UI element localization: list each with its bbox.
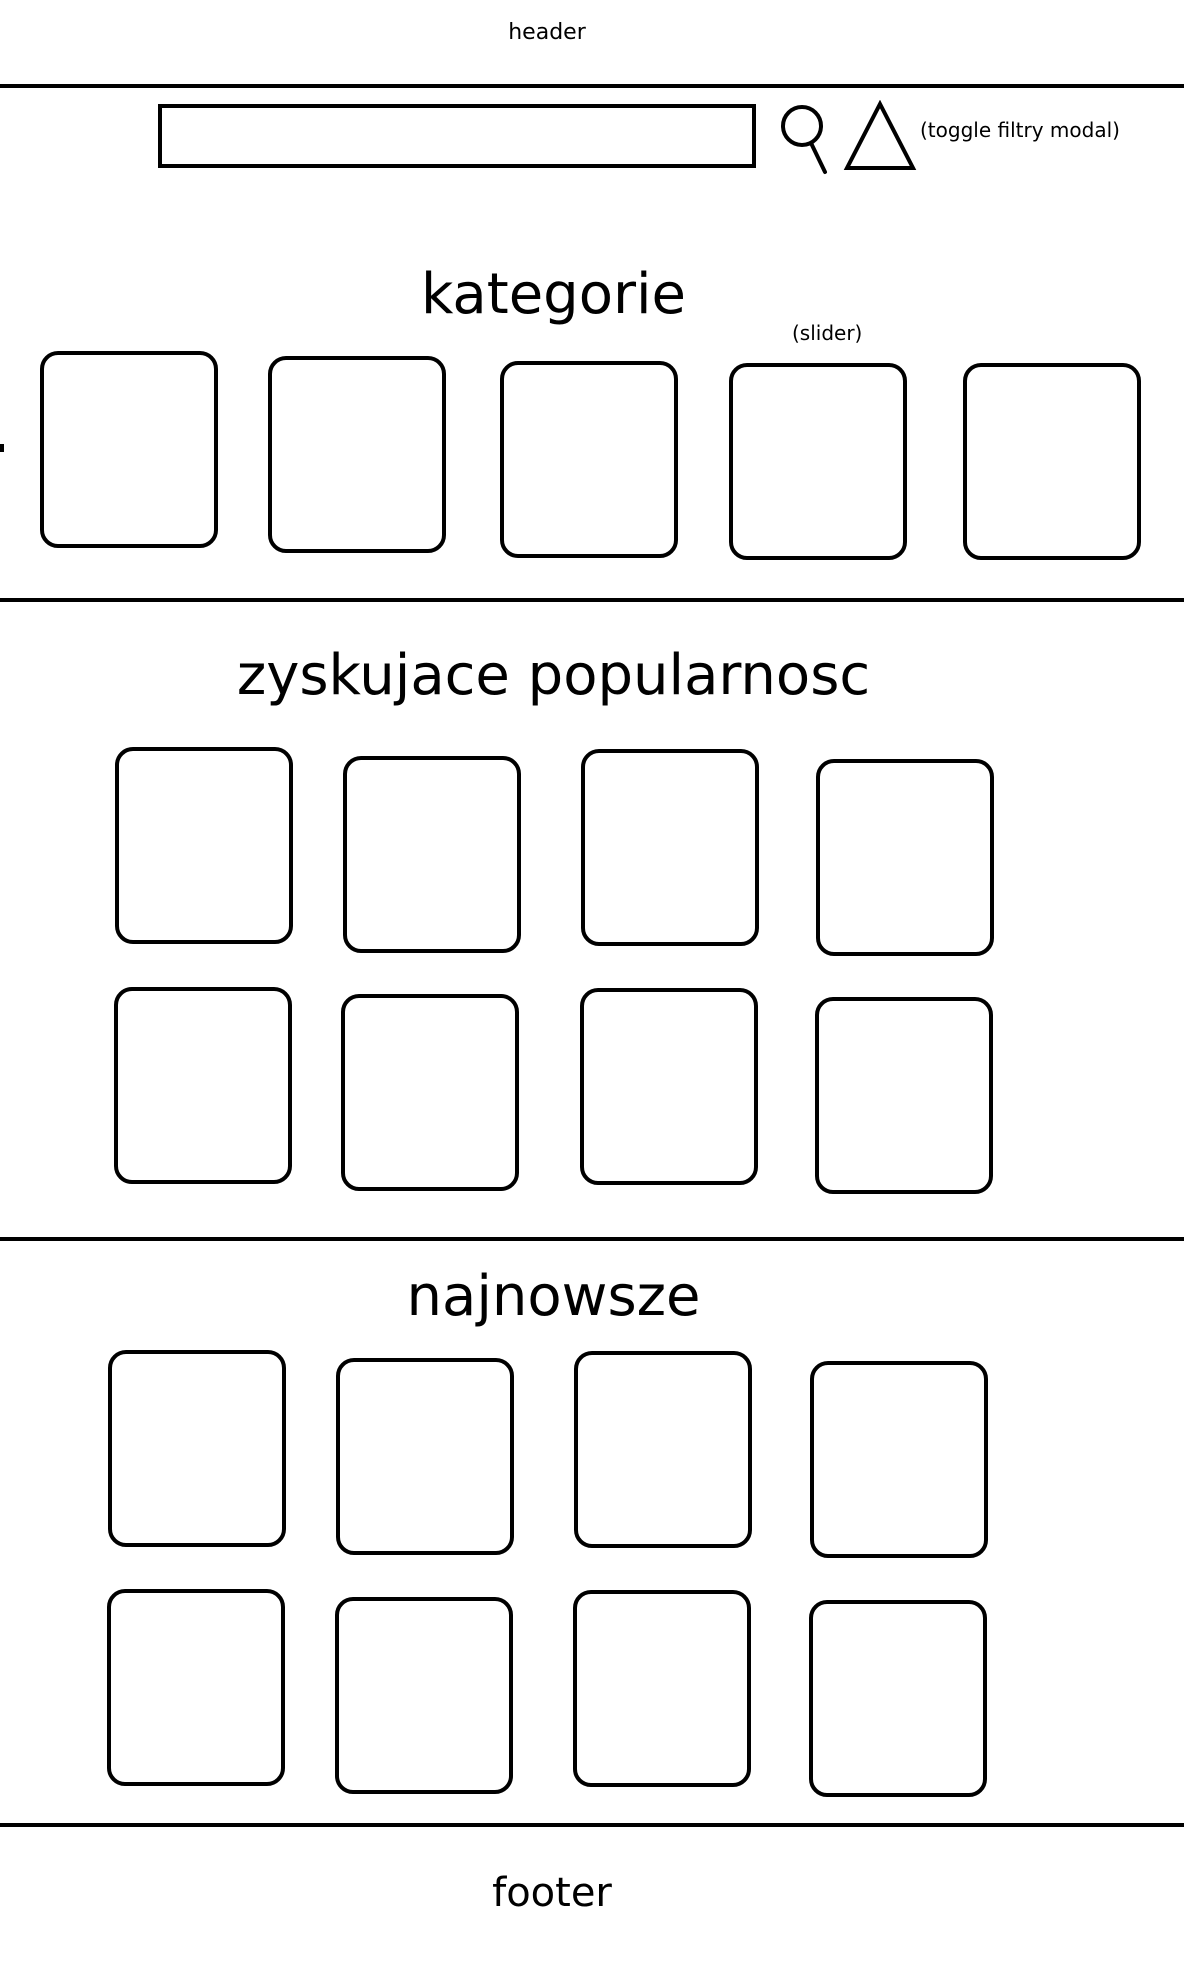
section-divider [0, 598, 1184, 602]
filter-toggle-note: (toggle filtry modal) [920, 118, 1120, 142]
search-input[interactable] [158, 104, 756, 168]
category-card[interactable] [729, 363, 907, 560]
popular-card[interactable] [115, 747, 293, 944]
category-card[interactable] [268, 356, 446, 553]
header-divider [0, 84, 1184, 88]
popular-card[interactable] [341, 994, 519, 1191]
section-title-categories: kategorie [420, 262, 686, 327]
category-card[interactable] [963, 363, 1141, 560]
footer-label: footer [492, 1870, 612, 1916]
newest-card[interactable] [107, 1589, 285, 1786]
newest-card[interactable] [108, 1350, 286, 1547]
popular-card[interactable] [343, 756, 521, 953]
popular-card[interactable] [580, 988, 758, 1185]
category-card[interactable] [500, 361, 678, 558]
popular-card[interactable] [816, 759, 994, 956]
newest-card[interactable] [335, 1597, 513, 1794]
triangle-icon[interactable] [843, 99, 917, 172]
newest-card[interactable] [809, 1600, 987, 1797]
section-divider [0, 1237, 1184, 1241]
slider-edge-mark [0, 444, 4, 452]
newest-card[interactable] [573, 1590, 751, 1787]
newest-card[interactable] [574, 1351, 752, 1548]
section-title-popular: zyskujace popularnosc [236, 643, 871, 708]
category-card[interactable] [40, 351, 218, 548]
popular-card[interactable] [581, 749, 759, 946]
header-label: header [508, 20, 586, 45]
search-icon[interactable] [776, 102, 836, 182]
section-title-newest: najnowsze [406, 1264, 701, 1329]
popular-card[interactable] [114, 987, 292, 1184]
footer-divider [0, 1823, 1184, 1827]
slider-note: (slider) [792, 321, 863, 345]
newest-card[interactable] [810, 1361, 988, 1558]
newest-card[interactable] [336, 1358, 514, 1555]
popular-card[interactable] [815, 997, 993, 1194]
